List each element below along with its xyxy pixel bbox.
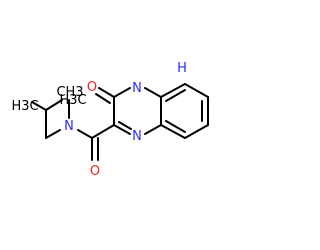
bond xyxy=(95,93,111,104)
ring-nh-hydrogen-label: H xyxy=(177,61,187,76)
bond xyxy=(45,99,63,111)
isobutyl-chain xyxy=(31,99,63,139)
ring-nitrogen-label: N xyxy=(132,129,142,144)
bond xyxy=(77,129,93,139)
n-methyl-label: CH3 xyxy=(56,85,83,100)
methyl-2-label: H3C xyxy=(11,99,38,114)
bond xyxy=(160,124,186,139)
methyl-1-label: H3C xyxy=(59,93,86,108)
bond xyxy=(118,121,132,130)
ketone-group xyxy=(95,87,115,104)
bond xyxy=(31,101,47,111)
bond xyxy=(184,124,209,139)
amide-nitrogen-label: N xyxy=(64,119,74,134)
benzene-ring xyxy=(160,83,209,139)
bond xyxy=(113,87,131,98)
bond xyxy=(91,124,115,139)
bond xyxy=(160,83,186,98)
bond xyxy=(165,89,186,102)
bond xyxy=(113,124,131,135)
bond xyxy=(144,87,162,98)
ring-nh-nitrogen-label: N xyxy=(132,81,142,96)
bond xyxy=(144,124,162,135)
pyrazinone-ring xyxy=(113,87,162,135)
bond xyxy=(45,129,61,139)
molecule-structure-diagram: H N N N O O CH3 H3C H3C xyxy=(11,61,209,179)
bond xyxy=(184,83,209,98)
ketone-oxygen-label: O xyxy=(87,80,97,95)
bond xyxy=(98,87,115,98)
bond xyxy=(165,120,186,133)
amide-group xyxy=(45,99,115,161)
amide-oxygen-label: O xyxy=(90,164,100,179)
